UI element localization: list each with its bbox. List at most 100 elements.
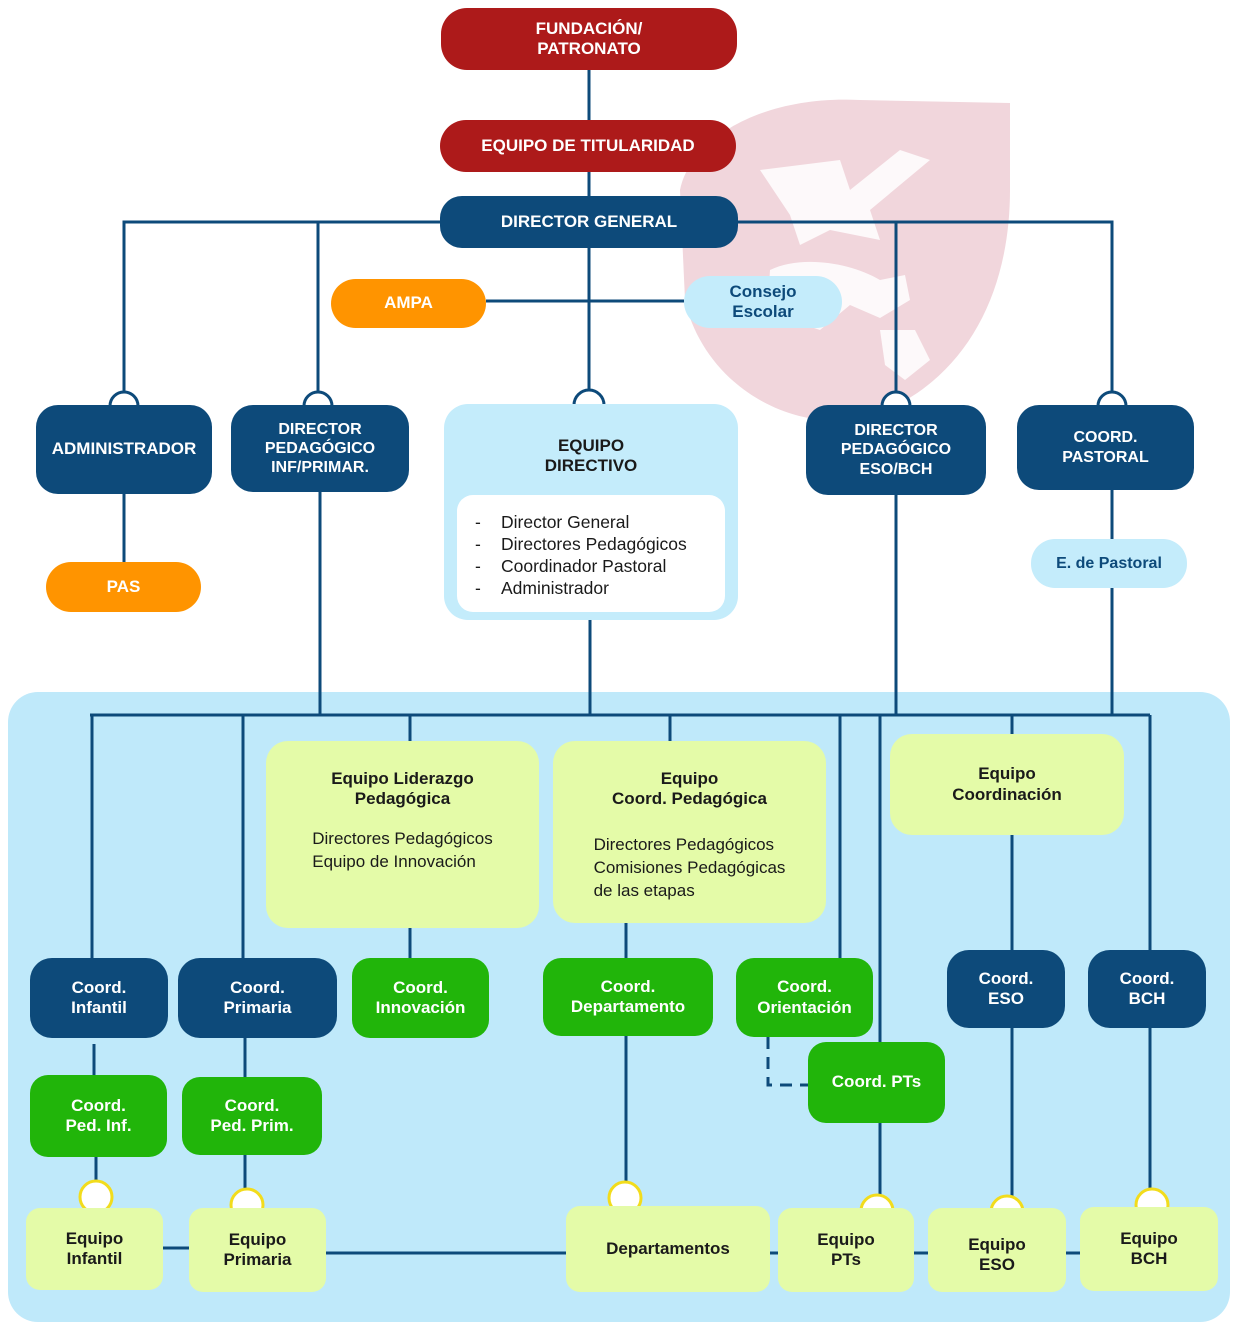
equipo-coordinacion-box: Equipo Coordinación — [890, 734, 1124, 835]
equipo-directivo-title-2: DIRECTIVO — [544, 456, 638, 476]
coord-eso-line-2: ESO — [988, 989, 1024, 1008]
dir-eso-line-1: DIRECTOR — [854, 422, 938, 440]
ampa-label: AMPA — [384, 293, 433, 313]
liderazgo-body-line: Equipo de Innovación — [312, 851, 476, 871]
director-general-box: DIRECTOR GENERAL — [440, 196, 738, 248]
liderazgo-body: Directores Pedagógicos Equipo de Innovac… — [312, 828, 492, 874]
equipo-pts-box: Equipo PTs — [778, 1208, 914, 1292]
dir-inf-line-1: DIRECTOR — [278, 420, 362, 438]
dir-inf-line-2: PEDAGÓGICO — [264, 439, 376, 457]
departamentos-label: Departamentos — [606, 1238, 730, 1258]
equipo-directivo-title-1: EQUIPO — [557, 436, 625, 455]
dir-eso-line-2: PEDAGÓGICO — [840, 441, 952, 459]
dir-eso-line-3: ESO/BCH — [859, 460, 933, 478]
equipo-infantil-line-1: Equipo — [65, 1228, 124, 1248]
equipo-titularidad-box: EQUIPO DE TITULARIDAD — [440, 120, 736, 172]
liderazgo-title-2: Pedagógica — [354, 789, 451, 809]
e-pastoral-label: E. de Pastoral — [1056, 554, 1162, 572]
member-item: Director General — [475, 511, 715, 533]
consejo-escolar-box: Consejo Escolar — [684, 276, 842, 328]
liderazgo-title-1: Equipo Liderazgo — [331, 769, 474, 788]
e-pastoral-box: E. de Pastoral — [1031, 539, 1187, 588]
coord-bch-box: Coord. BCH — [1088, 950, 1206, 1028]
coord-ped-title-1: Equipo — [660, 769, 719, 788]
coord-ped-inf-line-2: Ped. Inf. — [65, 1116, 132, 1135]
coord-bch-line-2: BCH — [1128, 989, 1166, 1008]
equipo-liderazgo-box: Equipo Liderazgo Pedagógica Directores P… — [266, 741, 539, 928]
member-item: Administrador — [475, 577, 715, 599]
coord-ped-body-line: Comisiones Pedagógicas — [593, 857, 786, 877]
coord-ped-body: Directores Pedagógicos Comisiones Pedagó… — [594, 834, 786, 903]
coord-eso-box: Coord. ESO — [947, 950, 1065, 1028]
pastoral-line-1: COORD. — [1073, 429, 1138, 447]
connector-lines — [90, 70, 1152, 1255]
pastoral-line-2: PASTORAL — [1062, 448, 1149, 466]
coord-pts-label: Coord. PTs — [831, 1072, 922, 1092]
coord-ped-prim-line-2: Ped. Prim. — [210, 1116, 294, 1135]
coordinacion-line-2: Coordinación — [952, 784, 1062, 804]
fundacion-line-1: FUNDACIÓN/ — [535, 18, 643, 38]
administrador-label: ADMINISTRADOR — [51, 439, 197, 459]
equipo-bch-box: Equipo BCH — [1080, 1207, 1218, 1291]
coord-ped-prim-box: Coord. Ped. Prim. — [182, 1077, 322, 1155]
coord-primaria-box: Coord. Primaria — [178, 958, 337, 1038]
coord-primaria-line-2: Primaria — [223, 998, 292, 1017]
equipo-pts-line-2: PTs — [831, 1250, 861, 1269]
equipo-bch-line-1: Equipo — [1120, 1228, 1178, 1248]
coord-ped-inf-line-1: Coord. — [71, 1095, 126, 1115]
coord-innovacion-box: Coord. Innovación — [352, 958, 489, 1038]
coord-pastoral-box: COORD. PASTORAL — [1017, 405, 1194, 490]
equipo-eso-box: Equipo ESO — [928, 1208, 1066, 1292]
consejo-line-1: Consejo — [729, 281, 797, 301]
coord-infantil-box: Coord. Infantil — [30, 958, 168, 1038]
coord-departamento-line-1: Coord. — [600, 976, 656, 996]
equipo-primaria-line-1: Equipo — [228, 1229, 287, 1249]
coord-ped-title-2: Coord. Pedagógica — [612, 789, 767, 809]
coord-infantil-line-2: Infantil — [71, 998, 127, 1017]
coord-eso-line-1: Coord. — [978, 968, 1034, 988]
fundacion-patronato-box: FUNDACIÓN/ PATRONATO — [441, 8, 737, 70]
coord-primaria-line-1: Coord. — [230, 977, 285, 997]
equipo-pts-line-1: Equipo — [817, 1229, 875, 1249]
member-item: Coordinador Pastoral — [475, 555, 715, 577]
equipo-eso-line-2: ESO — [979, 1255, 1015, 1274]
coordinacion-line-1: Equipo — [978, 764, 1036, 784]
pas-box: PAS — [46, 562, 201, 612]
liderazgo-body-line: Directores Pedagógicos — [312, 828, 493, 848]
equipo-infantil-box: Equipo Infantil — [26, 1208, 163, 1290]
equipo-titularidad-label: EQUIPO DE TITULARIDAD — [481, 135, 695, 155]
coord-departamento-line-2: Departamento — [570, 997, 686, 1016]
coord-ped-body-line: Directores Pedagógicos — [593, 834, 775, 854]
coord-innovacion-line-2: Innovación — [375, 998, 466, 1017]
coord-orientacion-line-1: Coord. — [777, 977, 832, 997]
coord-bch-line-1: Coord. — [1119, 968, 1175, 988]
member-item: Directores Pedagógicos — [475, 533, 715, 555]
director-general-label: DIRECTOR GENERAL — [500, 211, 678, 231]
administrador-box: ADMINISTRADOR — [36, 405, 212, 494]
coord-ped-body-line: de las etapas — [593, 880, 695, 900]
coord-orientacion-box: Coord. Orientación — [736, 958, 873, 1037]
equipo-primaria-box: Equipo Primaria — [189, 1208, 326, 1292]
pas-label: PAS — [106, 576, 141, 596]
dir-inf-line-3: INF/PRIMAR. — [271, 459, 369, 477]
departamentos-box: Departamentos — [566, 1206, 770, 1292]
ampa-box: AMPA — [331, 279, 486, 328]
coord-orientacion-line-2: Orientación — [757, 997, 852, 1017]
equipo-infantil-line-2: Infantil — [66, 1249, 123, 1268]
equipo-primaria-line-2: Primaria — [223, 1250, 292, 1269]
equipo-directivo-box: EQUIPO DIRECTIVO Director General Direct… — [444, 404, 738, 620]
equipo-bch-line-2: BCH — [1130, 1249, 1168, 1268]
equipo-coord-pedagogica-box: Equipo Coord. Pedagógica Directores Peda… — [553, 741, 826, 923]
coord-ped-prim-line-1: Coord. — [224, 1095, 280, 1115]
coord-pts-box: Coord. PTs — [808, 1042, 945, 1123]
fundacion-line-2: PATRONATO — [537, 39, 641, 58]
director-eso-bch-box: DIRECTOR PEDAGÓGICO ESO/BCH — [806, 405, 986, 495]
equipo-directivo-members: Director General Directores Pedagógicos … — [457, 494, 725, 612]
coord-infantil-line-1: Coord. — [71, 977, 127, 997]
consejo-line-2: Escolar — [732, 302, 794, 321]
equipo-eso-line-1: Equipo — [968, 1234, 1026, 1254]
coord-innovacion-line-1: Coord. — [393, 977, 448, 997]
coord-ped-inf-box: Coord. Ped. Inf. — [30, 1075, 167, 1157]
director-inf-primar-box: DIRECTOR PEDAGÓGICO INF/PRIMAR. — [231, 405, 409, 492]
coord-departamento-box: Coord. Departamento — [543, 958, 713, 1036]
